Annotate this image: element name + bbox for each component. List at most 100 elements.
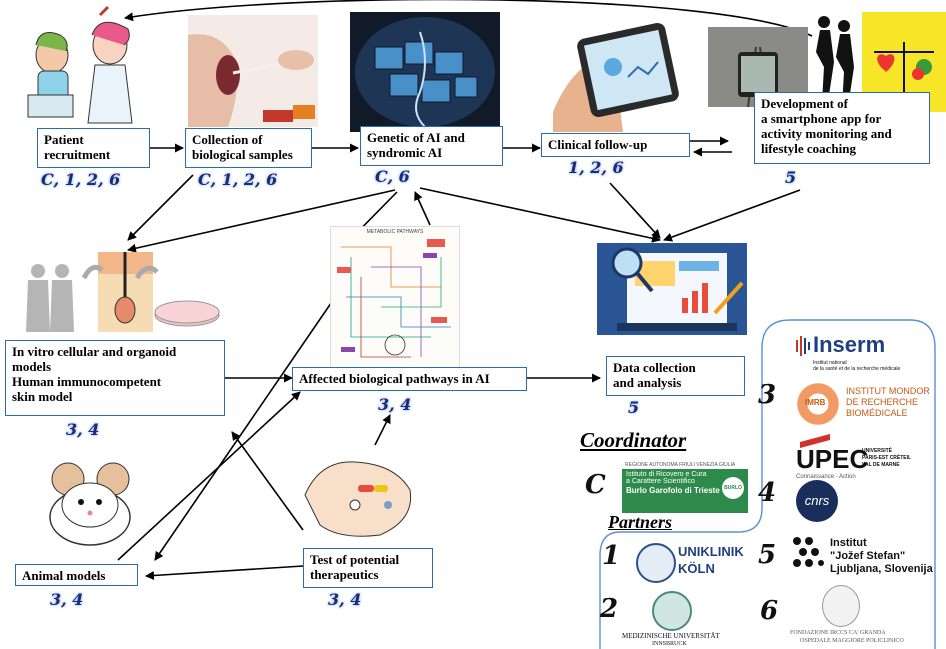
petri-dish-image <box>152 290 222 330</box>
smartphone-app-line3: activity monitoring and <box>761 126 892 141</box>
in-vitro-models-box: In vitro cellular and organoid models Hu… <box>5 340 225 416</box>
curved-arrows <box>82 264 159 280</box>
burlo-logo: REGIONE AUTONOMA FRIULI VENEZIA GIULIA I… <box>622 461 748 513</box>
therapeutics-line2: therapeutics <box>310 567 379 582</box>
biological-samples-line1: Collection of <box>192 132 263 147</box>
skin-hair-follicle-image <box>98 252 153 332</box>
affected-pathways-box: Affected biological pathways in AI <box>292 367 527 391</box>
clinical-followup-line1: Clinical follow-up <box>548 137 648 152</box>
genetic-ai-box: Genetic of AI and syndromic AI <box>360 126 503 166</box>
patient-recruitment-line1: Patient <box>44 132 84 147</box>
imrb-line1: INSTITUT MONDOR <box>846 386 930 396</box>
arrow-samples-to-invitro <box>127 174 194 241</box>
animal-models-line1: Animal models <box>22 568 106 583</box>
innsbruck-seal-icon <box>652 591 692 631</box>
genetic-ai-line1: Genetic of AI and <box>367 130 465 145</box>
burlo-line3: a Carattere Scientifico <box>626 478 695 485</box>
tablet-image <box>543 22 688 132</box>
partner-5-name2: "Jožef Stefan" <box>830 550 906 562</box>
partner-1-name2: KÖLN <box>678 561 715 576</box>
uniklinik-seal-icon <box>636 543 676 583</box>
inserm-sub1: Institut national <box>813 360 847 366</box>
partner-1-name1: UNIKLINIK <box>678 544 744 559</box>
inserm-sub2: de la santé et de la recherche médicale <box>813 366 901 372</box>
biological-samples-line2: biological samples <box>192 147 293 162</box>
inserm-bars-icon <box>796 336 810 356</box>
animal-partners: 3, 4 <box>50 590 84 609</box>
data-partners: 5 <box>628 398 640 417</box>
patient-recruitment-box: Patient recruitment <box>37 128 150 168</box>
partner-2-name2: INNSBRUCK <box>652 641 687 647</box>
burlo-line2: Istituto di Ricovero e Cura <box>626 471 707 478</box>
partner-2-number: 2 <box>600 594 619 624</box>
imrb-circle-icon <box>794 380 842 428</box>
imrb-tag: IMRB <box>805 398 826 407</box>
people-silhouettes <box>20 262 80 332</box>
arrow-pathways-to-animal <box>154 289 341 561</box>
ijs-dots-icon <box>793 537 824 567</box>
coordinator-letter: C <box>585 470 606 500</box>
upec-sub1: UNIVERSITÉ <box>862 448 893 454</box>
arrow-therapeutics-to-animal <box>145 565 304 580</box>
in-vitro-line1: In vitro cellular and organoid <box>12 344 177 359</box>
arrow-therapeutics-to-pathways <box>374 414 391 446</box>
in-vitro-partners: 3, 4 <box>66 420 100 439</box>
swab-sample-photo <box>188 15 318 127</box>
partner-6-name2: OSPEDALE MAGGIORE POLICLINICO <box>800 638 904 644</box>
arrow-smartphone-to-data <box>663 189 801 242</box>
arrow-genetic-to-invitro <box>127 189 396 253</box>
biological-samples-box: Collection of biological samples <box>185 128 312 168</box>
partner-5-number: 5 <box>758 540 777 570</box>
upec-name: UPEC <box>796 444 869 474</box>
arrow-animal-to-pathways <box>117 391 301 561</box>
patient-cartoon-image <box>20 5 140 125</box>
partner-3-number: 3 <box>758 380 777 410</box>
upec-tagline: Connaissance - Action <box>796 474 856 480</box>
partner-6-number: 6 <box>760 596 779 626</box>
smartphone-app-line4: lifestyle coaching <box>761 141 856 156</box>
upec-sub2: PARIS-EST CRÉTEIL <box>862 455 912 461</box>
partner-5-name1: Institut <box>830 537 867 549</box>
partner-4-number: 4 <box>758 478 777 508</box>
arrow-genetic-to-data <box>419 187 661 243</box>
samples-partners: C, 1, 2, 6 <box>198 170 278 189</box>
patient-partners: C, 1, 2, 6 <box>41 170 121 189</box>
smartphone-app-line1: Development of <box>761 96 849 111</box>
arrow-clinical-to-data <box>609 182 661 239</box>
clinical-partners: 1, 2, 6 <box>568 158 624 177</box>
coordinator-heading: Coordinator <box>580 428 687 452</box>
arrow-therapeutics-to-invitro <box>231 431 304 531</box>
partner-6-name1: FONDAZIONE IRCCS CA' GRANDA <box>790 630 886 636</box>
clinical-followup-box: Clinical follow-up <box>541 133 690 157</box>
data-collection-box: Data collection and analysis <box>606 356 745 396</box>
burlo-region-line: REGIONE AUTONOMA FRIULI VENEZIA GIULIA <box>622 461 748 469</box>
pathways-partners: 3, 4 <box>378 395 412 414</box>
affected-pathways-line1: Affected biological pathways in AI <box>299 371 490 386</box>
arrow-pathways-to-genetic <box>414 191 431 226</box>
animal-models-box: Animal models <box>15 564 138 586</box>
imrb-line3: BIOMÉDICALE <box>846 408 908 418</box>
smartphone-app-line2: a smartphone app for <box>761 111 882 126</box>
partner-1-number: 1 <box>602 541 621 571</box>
partner-5-name3: Ljubljana, Slovenija <box>830 563 933 575</box>
hand-with-pills-image <box>300 450 420 540</box>
arrow-smartphone-to-patient <box>124 0 813 37</box>
policlinico-seal-icon <box>822 585 860 627</box>
upec-sub3: VAL DE MARNE <box>862 462 900 468</box>
in-vitro-line3: Human immunocompetent <box>12 374 162 389</box>
patient-recruitment-line2: recruitment <box>44 147 111 162</box>
pathway-map-title: METABOLIC PATHWAYS <box>366 229 424 235</box>
imrb-line2: DE RECHERCHE <box>846 397 919 407</box>
partners-heading: Partners <box>608 512 673 532</box>
genetic-partners: C, 6 <box>375 167 410 186</box>
genetic-ai-line2: syndromic AI <box>367 145 443 160</box>
in-vitro-line4: skin model <box>12 389 73 404</box>
cnrs-logo: cnrs <box>796 480 838 522</box>
smartphone-app-box: Development of a smartphone app for acti… <box>754 92 930 164</box>
smartphone-partners: 5 <box>785 168 797 187</box>
mouse-cartoon <box>35 455 145 550</box>
metabolic-pathway-map: METABOLIC PATHWAYS <box>330 226 460 368</box>
burlo-badge: BURLO <box>722 477 744 499</box>
therapeutics-partners: 3, 4 <box>328 590 362 609</box>
